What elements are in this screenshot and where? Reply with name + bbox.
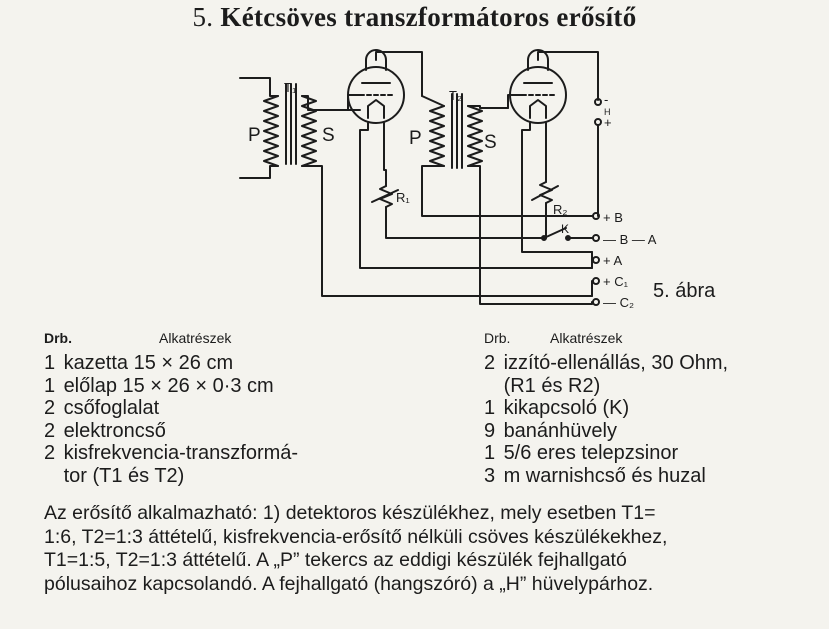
terminal-label: + C₁ xyxy=(603,274,629,289)
terminal-socket xyxy=(592,277,600,285)
figure-caption: 5. ábra xyxy=(653,280,716,302)
tube-2-envelope xyxy=(527,49,549,71)
headphone-label: H xyxy=(604,107,611,117)
transformer-1 xyxy=(239,77,593,297)
list-item: 1 5/6 eres telepzsinor xyxy=(484,442,679,464)
headphone-jack xyxy=(594,98,602,106)
terminal-socket xyxy=(592,234,600,242)
tube-1-envelope xyxy=(365,49,387,71)
t2-secondary-label: S xyxy=(484,132,497,153)
t2-primary-coil xyxy=(429,105,445,167)
r1-label: R₁ xyxy=(396,190,410,205)
body-line: T1=1:5, T2=1:3 áttételű. A „P” tekercs a… xyxy=(44,549,627,571)
headphone-plus: + xyxy=(604,115,612,130)
list-item: 1 előlap 15 × 26 × 0·3 cm xyxy=(44,374,274,397)
list-item: 9 banánhüvely xyxy=(484,419,617,442)
qty-header: Drb. xyxy=(484,330,511,346)
circuit-diagram: T₁ P S R₁ T₂ P S xyxy=(239,49,657,310)
body-line: 1:6, T2=1:3 áttételű, kisfrekvencia-erős… xyxy=(44,525,668,548)
parts-list-right: Drb. Alkatrészek 2 izzító-ellenállás, 30… xyxy=(484,330,824,487)
t1-secondary-label: S xyxy=(322,125,335,146)
resistor-1 xyxy=(371,185,543,239)
list-item: 2 kisfrekvencia-transzformá- xyxy=(44,442,299,464)
terminal-socket xyxy=(592,298,600,306)
tube-2-plate-lead xyxy=(537,51,599,101)
t2-secondary-lead xyxy=(467,165,593,305)
headphone-jacks xyxy=(594,98,602,217)
title-text: Kétcsöves transzformátoros erősítő xyxy=(220,2,637,32)
body-line: pólusaihoz kapcsolandó. A fejhallgató (h… xyxy=(44,572,654,595)
tube-2-filament xyxy=(529,99,547,119)
tube-1-filament-lead xyxy=(383,122,387,187)
list-item: tor (T1 és T2) xyxy=(63,464,185,487)
t2-secondary-lead xyxy=(467,105,509,109)
list-item: 2 elektroncső xyxy=(44,419,166,442)
t1-secondary-lead xyxy=(301,95,361,111)
list-item: 2 csőfoglalat xyxy=(44,397,160,419)
list-item: (R1 és R2) xyxy=(503,374,601,397)
terminal-label: + B xyxy=(603,210,623,225)
tube-1-filament-lead xyxy=(359,122,593,269)
r2-wiper xyxy=(531,185,559,201)
t1-secondary-coil xyxy=(301,95,317,167)
t2-primary-lead xyxy=(421,165,593,217)
t2-primary-label: P xyxy=(409,128,422,149)
tube-1-grid-lead xyxy=(347,94,361,111)
terminal-label: — C₂ xyxy=(603,295,634,310)
list-item: 1 kazetta 15 × 26 cm xyxy=(44,352,234,374)
switch-blade xyxy=(543,227,567,239)
t2-primary-lead xyxy=(421,95,445,107)
t1-primary-coil xyxy=(263,95,279,167)
r1-lead xyxy=(385,206,543,239)
tube-1-plate-lead xyxy=(375,51,423,97)
tube-1-filament xyxy=(367,99,385,119)
t1-primary-label: P xyxy=(248,125,261,146)
terminal-label: — B — A xyxy=(603,232,657,247)
tube-1 xyxy=(347,49,593,269)
switch-label: K xyxy=(561,222,569,236)
parts-header: Drb. Alkatrészek xyxy=(44,330,464,348)
title-number: 5. xyxy=(192,2,214,32)
r2-label: R₂ xyxy=(553,202,567,217)
parts-list-left: Drb. Alkatrészek 1 kazetta 15 × 26 cm 1 … xyxy=(44,330,464,487)
transformer-2 xyxy=(421,93,593,305)
part-header: Alkatrészek xyxy=(550,330,623,346)
t1-primary-lead xyxy=(239,77,279,97)
t2-secondary-coil xyxy=(467,105,483,167)
terminal-label: + A xyxy=(603,253,622,268)
body-paragraph: Az erősítő alkalmazható: 1) detektoros k… xyxy=(44,502,826,596)
terminal-socket xyxy=(592,256,600,264)
terminal-socket xyxy=(592,212,600,220)
qty-header: Drb. xyxy=(44,330,72,346)
page-title: 5. Kétcsöves transzformátoros erősítő xyxy=(0,2,829,33)
tube-2-grid-lead xyxy=(507,94,523,109)
list-item: 2 izzító-ellenállás, 30 Ohm, xyxy=(484,352,729,374)
part-header: Alkatrészek xyxy=(159,330,232,346)
switch-k xyxy=(541,227,593,241)
battery-terminals xyxy=(591,212,600,306)
body-line: Az erősítő alkalmazható: 1) detektoros k… xyxy=(44,502,656,524)
tube-2 xyxy=(507,49,599,253)
r1-wiper xyxy=(371,189,399,203)
resistor-2 xyxy=(531,181,559,239)
t1-secondary-lead xyxy=(301,165,593,297)
parts-header: Drb. Alkatrészek xyxy=(484,330,824,348)
t1-primary-lead xyxy=(239,165,279,179)
list-item: 1 kikapcsoló (K) xyxy=(484,397,630,419)
list-item: 3 m warnishcső és huzal xyxy=(484,464,706,487)
t2-label: T₂ xyxy=(449,88,462,103)
tube-2-filament-lead xyxy=(521,122,593,253)
headphone-minus: - xyxy=(604,92,608,107)
t1-label: T₁ xyxy=(284,80,297,95)
